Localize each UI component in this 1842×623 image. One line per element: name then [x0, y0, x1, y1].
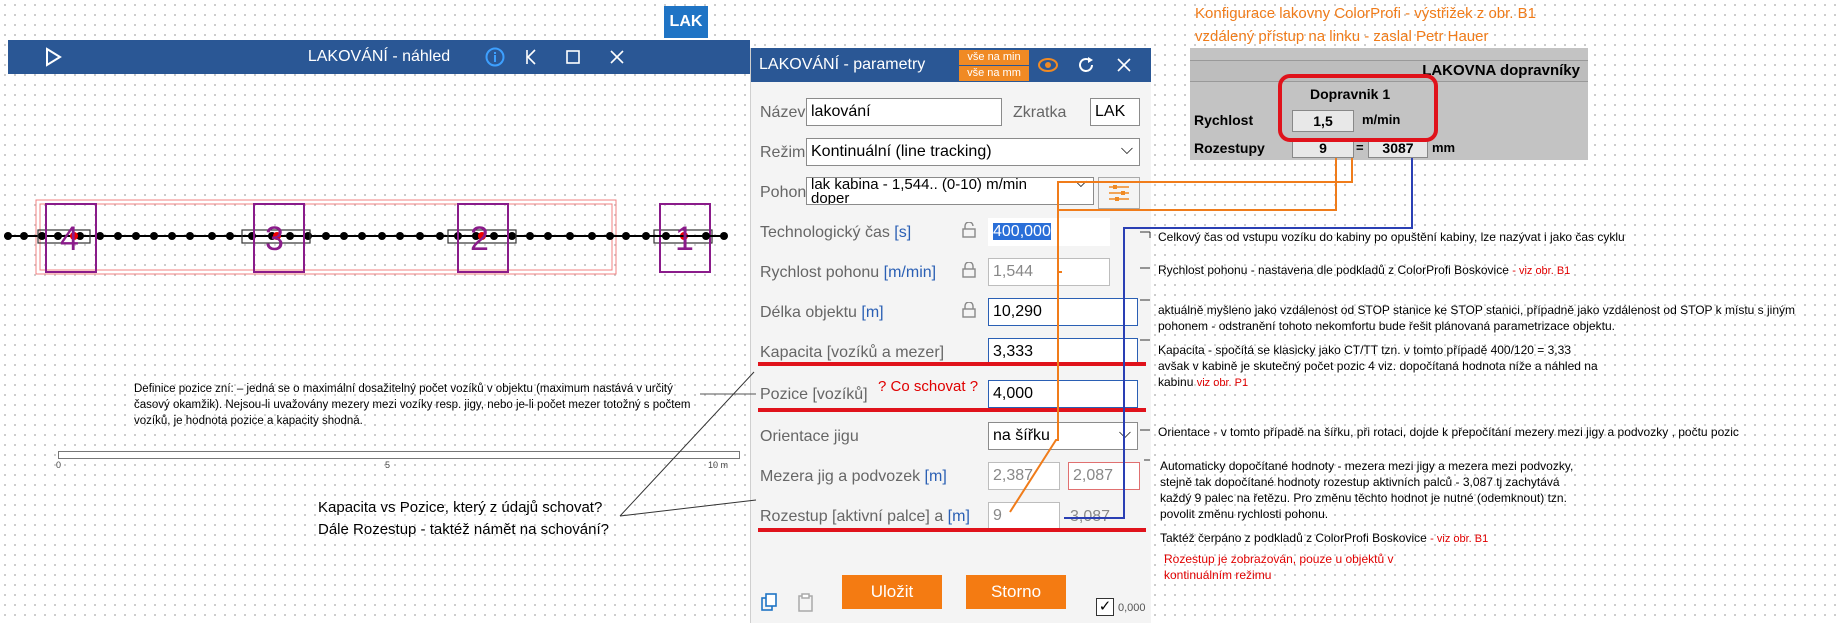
extract-speed-label: Rychlost	[1194, 112, 1254, 128]
lock-closed-icon[interactable]	[962, 302, 976, 318]
carrier-number-3: 3	[265, 220, 284, 258]
speed-label: Rychlost pohonu [m/min]	[760, 264, 937, 281]
abbr-label: Zkratka	[1013, 104, 1067, 121]
orientation-select[interactable]: na šířku	[988, 421, 1138, 450]
position-label: Pozice [vozíků]	[760, 386, 868, 403]
position-definition-note: Definice pozice zní: – jedná se o maximá…	[134, 383, 691, 427]
confirm-checkbox[interactable]: ✓	[1096, 598, 1114, 616]
carrier-number-1: 1	[675, 220, 694, 258]
mode-select[interactable]: Kontinuální (line tracking)	[806, 137, 1140, 166]
position-input[interactable]: 4,000	[988, 380, 1138, 408]
note-orientation: Orientace - v tomto případě na šířku, př…	[1158, 425, 1739, 439]
spacing-label: Rozestup [aktivní palce] a [m]	[760, 508, 970, 525]
extract-spacing-mm: 3087	[1368, 138, 1428, 158]
note-rozestup: Rozestup je zobrazován, pouze u objektů …	[1164, 552, 1394, 582]
all-min-button[interactable]: vše na min	[959, 50, 1029, 65]
lock-closed-icon[interactable]	[962, 262, 976, 278]
extract-mm-unit: mm	[1432, 140, 1456, 155]
cancel-button[interactable]: Storno	[966, 575, 1066, 609]
capacity-vs-position-note: Kapacita vs Pozice, který z údajů schova…	[318, 499, 609, 538]
maximize-icon[interactable]	[558, 40, 588, 74]
note-speed: Rychlost pohonu - nastavena dle podkladů…	[1158, 263, 1571, 277]
length-label: Délka objektu [m]	[760, 304, 884, 321]
extract-title-2: vzdálený přístup na linku - zaslal Petr …	[1195, 28, 1489, 45]
abbr-input[interactable]: LAK	[1090, 98, 1140, 126]
highlight-line	[758, 408, 1146, 412]
orientation-label: Orientace jigu	[760, 428, 859, 445]
preview-titlebar: LAKOVÁNÍ - náhled	[8, 40, 750, 74]
highlight-line	[758, 362, 1146, 366]
scale-start: 0	[56, 460, 62, 470]
drive-label: Pohon	[760, 184, 807, 201]
play-icon[interactable]	[38, 40, 68, 74]
extract-speed-unit: m/min	[1362, 112, 1401, 127]
extract-header: LAKOVNA dopravníky	[1422, 62, 1580, 79]
preview-title: LAKOVÁNÍ - náhled	[307, 48, 451, 65]
note-length: aktuálně myšleno jako vzdálenost od STOP…	[1158, 303, 1795, 333]
extract-equals: =	[1356, 140, 1364, 155]
note-auto-2: Taktéž čerpáno z podkladů z ColorProfi B…	[1160, 531, 1489, 545]
scale-bar	[58, 451, 740, 459]
drive-value-2: doper	[811, 190, 850, 205]
mode-value: Kontinuální (line tracking)	[811, 143, 992, 160]
paste-icon[interactable]	[796, 592, 816, 617]
capacity-label: Kapacita [vozíků a mezer]	[760, 344, 945, 361]
gap-label: Mezera jig a podvozek [m]	[760, 468, 947, 485]
object-badge: LAK	[664, 6, 708, 38]
drive-settings-icon[interactable]	[1098, 177, 1140, 209]
note-capacity: Kapacita - spočítá se klasicky jako CT/T…	[1158, 343, 1598, 389]
params-titlebar: LAKOVÁNÍ - parametry vše na min vše na m…	[751, 48, 1151, 82]
preview-canvas	[4, 199, 713, 275]
conveyor-label: Dopravnik 1	[1310, 86, 1391, 102]
gap-input-1[interactable]: 2,387	[988, 462, 1060, 490]
extract-spacing-label: Rozestupy	[1194, 140, 1265, 156]
first-icon[interactable]	[516, 40, 546, 74]
carrier-number-2: 2	[470, 220, 489, 258]
spacing-value-2: 3,087	[1070, 508, 1111, 525]
chain-dots	[4, 232, 614, 240]
info-icon[interactable]	[480, 40, 510, 74]
carrier-number-4: 4	[60, 220, 79, 258]
spacing-input-1[interactable]: 9	[988, 502, 1060, 530]
drive-select[interactable]: lak kabina - 1,544.. (0-10) m/min doper	[806, 177, 1094, 205]
extract-title-1: Konfigurace lakovny ColorProfi - výstřiž…	[1195, 5, 1536, 22]
params-close-icon[interactable]	[1109, 48, 1139, 82]
length-input[interactable]: 10,290	[988, 298, 1138, 326]
all-mm-button[interactable]: vše na mm	[959, 66, 1029, 81]
tech-time-label: Technologický čas [s]	[760, 224, 912, 241]
name-input[interactable]: lakování	[806, 98, 1002, 126]
colorprofi-extract: LAKOVNA dopravníky Dopravnik 1 Rychlost …	[1190, 48, 1588, 160]
carrier-4	[37, 203, 97, 273]
scale-mid: 5	[385, 460, 391, 470]
copy-icon[interactable]	[760, 592, 780, 617]
check-value: 0,000	[1118, 602, 1146, 614]
save-button[interactable]: Uložit	[842, 575, 942, 609]
drive-value: lak kabina - 1,544.. (0-10) m/min	[811, 177, 1027, 193]
lock-open-icon[interactable]	[962, 222, 976, 238]
refresh-icon[interactable]	[1071, 48, 1101, 82]
scale-end: 10 m	[708, 460, 729, 470]
extract-highlight	[1278, 74, 1438, 142]
carrier-3	[241, 203, 311, 273]
gap-input-2[interactable]: 2,087	[1068, 462, 1140, 490]
chain-right	[616, 232, 728, 240]
close-icon[interactable]	[602, 40, 632, 74]
tech-time-input[interactable]: 400,000	[988, 218, 1110, 246]
note-total-time: Celkový čas od vstupu vozíku do kabiny p…	[1158, 230, 1625, 244]
question-note: ? Co schovat ?	[878, 378, 979, 395]
parameters-panel: LAKOVÁNÍ - parametry vše na min vše na m…	[750, 48, 1151, 623]
mode-label: Režim	[760, 144, 806, 161]
note-auto: Automaticky dopočítané hodnoty - mezera …	[1160, 459, 1574, 521]
highlight-line	[758, 528, 1146, 532]
orientation-value: na šířku	[993, 427, 1050, 444]
name-label: Název	[760, 104, 806, 121]
carrier-2	[447, 203, 517, 273]
params-title: LAKOVÁNÍ - parametry	[759, 56, 926, 73]
speed-input[interactable]: 1,544	[988, 258, 1110, 286]
eye-icon[interactable]	[1033, 48, 1063, 82]
extract-speed-value: 1,5	[1292, 110, 1354, 132]
